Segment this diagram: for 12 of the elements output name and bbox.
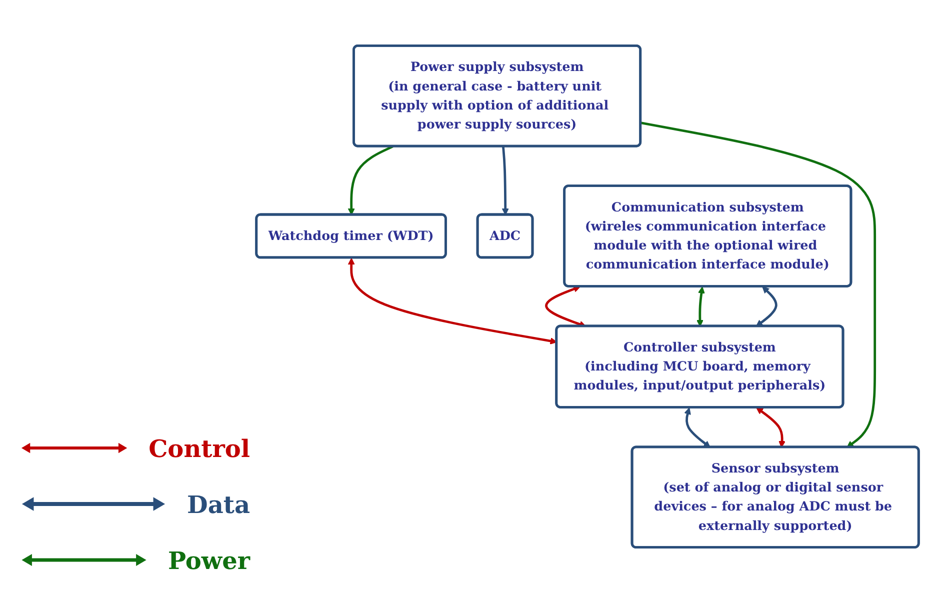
arrow bbox=[502, 146, 509, 216]
legend-label: Control bbox=[148, 434, 250, 462]
arrow bbox=[684, 408, 710, 448]
arrow bbox=[348, 258, 558, 344]
arrow bbox=[348, 145, 394, 216]
arrow bbox=[756, 286, 778, 327]
legend-label: Power bbox=[168, 546, 250, 574]
arrow bbox=[640, 122, 876, 448]
arrow bbox=[545, 286, 586, 328]
arrow bbox=[696, 286, 705, 327]
legend-label: Data bbox=[187, 490, 250, 518]
arrow bbox=[756, 407, 786, 448]
